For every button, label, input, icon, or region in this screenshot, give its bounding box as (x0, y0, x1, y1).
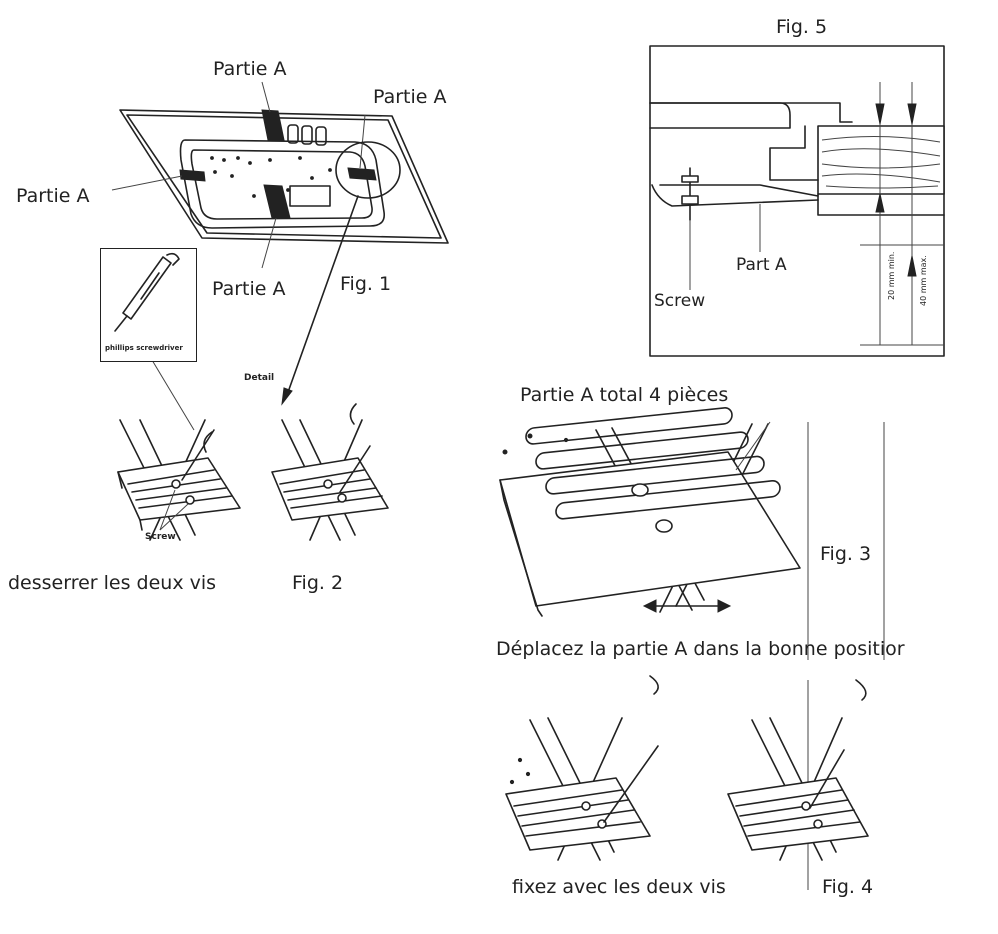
fig1-label-right: Partie A (373, 86, 447, 108)
fig5-screw-label: Screw (654, 291, 706, 311)
fig2-clamp-right (271, 403, 389, 541)
fig4-clamp-left (505, 675, 659, 861)
fig4-instruction: fixez avec les deux vis (512, 876, 726, 898)
detail-label: Detail (244, 373, 275, 383)
fig4-caption: Fig. 4 (822, 876, 874, 898)
fig3-caption: Fig. 3 (820, 543, 872, 565)
fig3-instruction: Déplacez la partie A dans la bonne posit… (496, 638, 905, 660)
fig1-label-bottom: Partie A (212, 278, 286, 300)
screwdriver-icon (114, 252, 180, 332)
fig2-clamp-left (117, 419, 241, 541)
fig2-caption: Fig. 2 (292, 572, 344, 594)
fig3-title: Partie A total 4 pièces (520, 384, 729, 406)
screwdriver-box: phillips screwdriver (100, 248, 197, 362)
fig5-part-label: Part A (736, 255, 787, 275)
fig1-label-top: Partie A (213, 58, 287, 80)
fig5-caption: Fig. 5 (776, 16, 828, 38)
fig1-label-left: Partie A (16, 185, 90, 207)
screwdriver-label: phillips screwdriver (105, 344, 183, 352)
fig1-caption: Fig. 1 (340, 273, 392, 295)
fig2-screw-label: Screw (145, 532, 176, 542)
fig4-clamp-right (727, 679, 869, 861)
fig2-instruction: desserrer les deux vis (8, 572, 217, 594)
